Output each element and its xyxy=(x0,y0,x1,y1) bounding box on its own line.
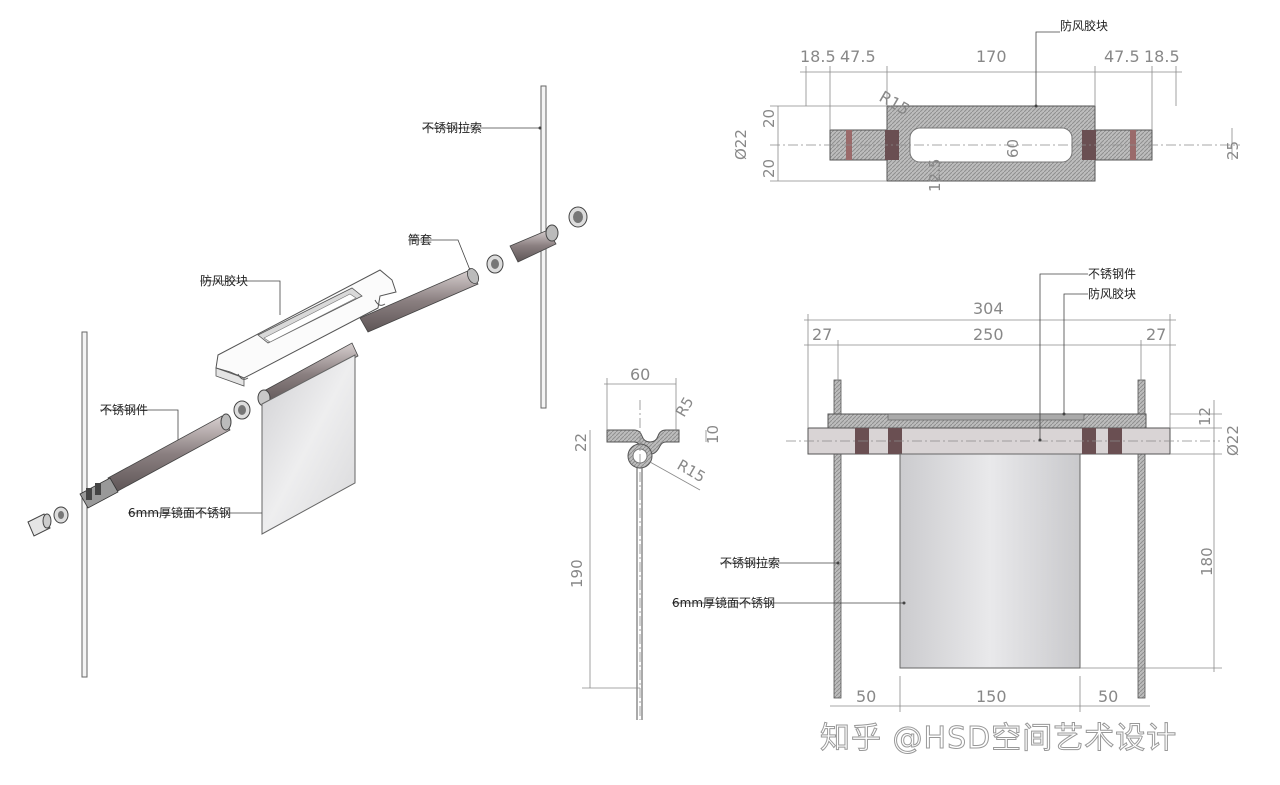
label-steel-part-iso: 不锈钢件 xyxy=(100,403,148,417)
label-mirror-iso: 6mm厚镜面不锈钢 xyxy=(128,505,231,520)
dim-plan-h60: 60 xyxy=(1004,139,1022,158)
elevation-view: 304 27 250 27 12 Ø22 180 50 150 50 不锈钢件 … xyxy=(672,267,1242,712)
label-sleeve: 筒套 xyxy=(408,232,432,247)
steel-rod-left-iso xyxy=(79,413,232,509)
dim-plan-d3: 170 xyxy=(976,47,1007,66)
isometric-exploded-view: 不锈钢拉索 筒套 防风胶块 不锈钢件 6mm厚镜面不锈钢 xyxy=(27,85,588,678)
label-steel-part-elev: 不锈钢件 xyxy=(1088,267,1136,281)
section-view: 60 R5 22 10 R15 190 xyxy=(568,365,722,720)
cable-right-elev xyxy=(1137,379,1146,699)
label-wind-block-iso: 防风胶块 xyxy=(200,273,248,288)
label-cable-top: 不锈钢拉索 xyxy=(422,120,482,135)
ring-iso xyxy=(233,400,251,420)
label-mirror-elev: 6mm厚镜面不锈钢 xyxy=(672,595,775,610)
left-rings-iso xyxy=(27,506,69,537)
sleeve-rod-iso xyxy=(359,268,480,333)
dim-plan-h25: 25 xyxy=(1224,141,1242,160)
dim-elev-phi22: Ø22 xyxy=(1224,425,1242,456)
mirror-panel-elev xyxy=(899,453,1081,669)
watermark: 知乎 @HSD空间艺术设计 xyxy=(820,721,1177,756)
dim-plan-d2: 47.5 xyxy=(840,47,876,66)
dim-elev-b50a: 50 xyxy=(856,687,876,706)
dim-section-r15: R15 xyxy=(674,456,709,486)
dim-section-h22: 22 xyxy=(572,433,590,452)
dim-plan-d5: 18.5 xyxy=(1144,47,1180,66)
label-cable-elev: 不锈钢拉索 xyxy=(720,555,780,570)
dim-elev-w27b: 27 xyxy=(1146,325,1166,344)
dim-section-h190: 190 xyxy=(568,559,586,588)
plan-view: 18.5 47.5 170 47.5 18.5 R15 20 20 Ø22 60… xyxy=(732,18,1242,192)
dim-elev-h180: 180 xyxy=(1198,547,1216,576)
dim-elev-h12: 12 xyxy=(1196,407,1214,426)
dim-elev-b50b: 50 xyxy=(1098,687,1118,706)
right-fittings-iso xyxy=(486,206,588,274)
dim-plan-h20a: 20 xyxy=(760,109,778,128)
dim-section-w60: 60 xyxy=(630,365,650,384)
label-wind-block-elev: 防风胶块 xyxy=(1088,286,1136,301)
dim-elev-w304: 304 xyxy=(973,299,1004,318)
label-wind-block-plan: 防风胶块 xyxy=(1060,18,1108,33)
dim-plan-h20b: 20 xyxy=(760,159,778,178)
dim-plan-phi22: Ø22 xyxy=(732,129,750,160)
dim-elev-b150: 150 xyxy=(976,687,1007,706)
mirror-roller-iso xyxy=(257,342,359,535)
mirror-panel-iso xyxy=(261,354,356,535)
dim-plan-h12-5: 12.5 xyxy=(926,159,944,192)
dim-elev-w250: 250 xyxy=(973,325,1004,344)
dim-elev-w27a: 27 xyxy=(812,325,832,344)
dim-plan-d1: 18.5 xyxy=(800,47,836,66)
wind-block-iso xyxy=(215,269,397,387)
dim-plan-d4: 47.5 xyxy=(1104,47,1140,66)
cable-left-elev xyxy=(833,379,842,699)
dim-section-h10: 10 xyxy=(704,425,722,444)
